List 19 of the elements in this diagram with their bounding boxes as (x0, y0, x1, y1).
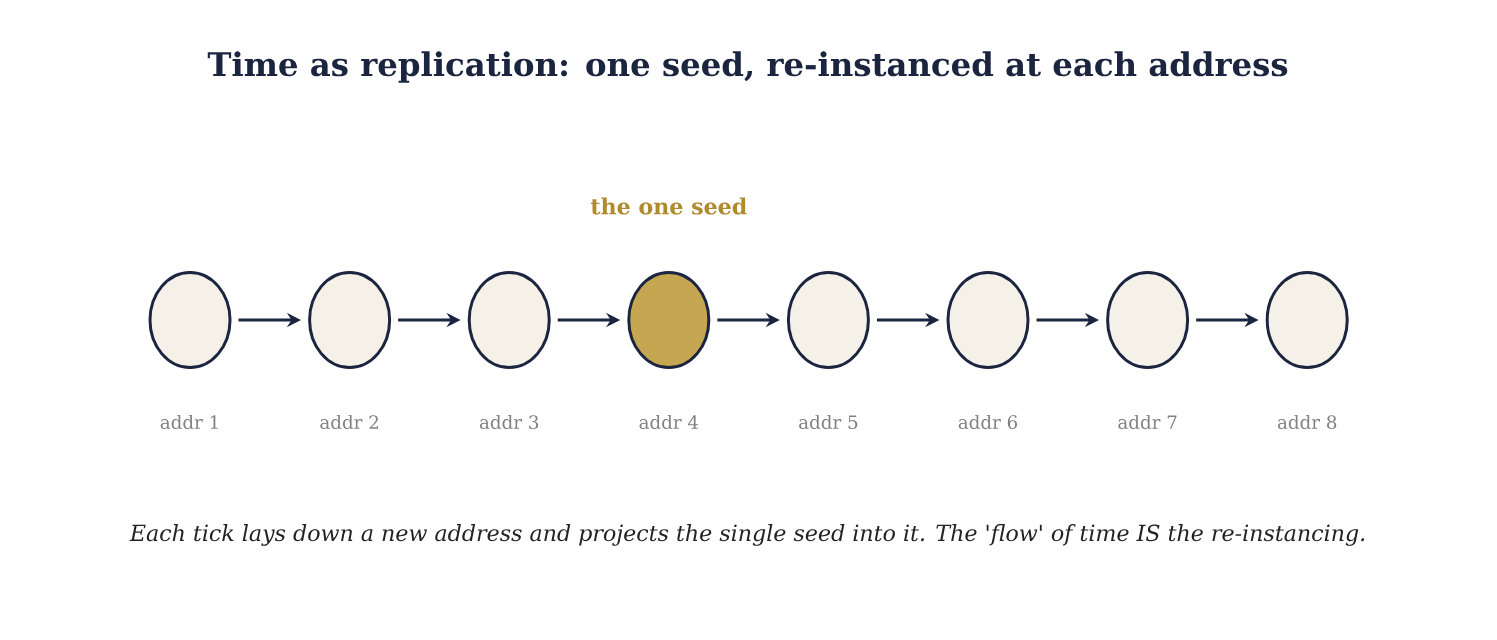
address-ellipse (467, 270, 551, 369)
address-label: addr 3 (479, 414, 539, 430)
address-ellipse (1106, 270, 1190, 369)
address-label: addr 4 (639, 414, 699, 430)
address-ellipse (786, 270, 870, 369)
address-label: addr 6 (958, 414, 1018, 430)
address-ellipse (1265, 270, 1349, 369)
address-ellipse (308, 270, 392, 369)
address-label: addr 8 (1277, 414, 1337, 430)
address-label: addr 7 (1118, 414, 1177, 430)
address-ellipse (148, 270, 232, 369)
address-ellipse (946, 270, 1030, 369)
address-label: addr 2 (320, 414, 379, 430)
title: Time as replication: one seed, re-instanced at each address (207, 51, 1288, 83)
caption: Each tick lays down a new address and projects the single seed into it. The 'flow' of time IS the re-instancing. (129, 524, 1365, 546)
address-label: addr 5 (799, 414, 858, 430)
address-label: addr 1 (160, 414, 218, 430)
seed-label: the one seed (590, 197, 747, 215)
address-ellipse (627, 270, 711, 369)
